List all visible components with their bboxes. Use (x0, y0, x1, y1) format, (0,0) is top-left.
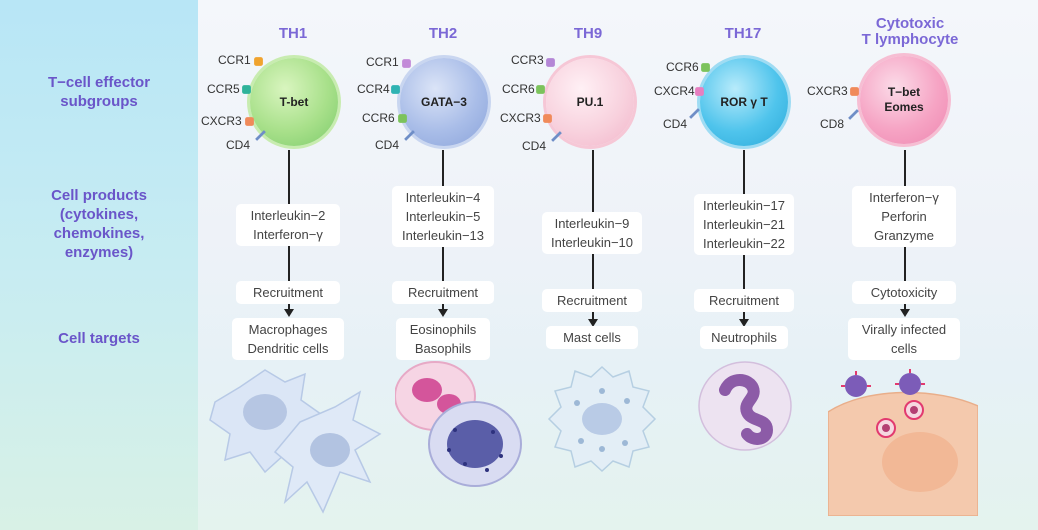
row-label-cell-targets: Cell targets (58, 330, 140, 347)
row-label-panel: T−cell effector subgroups Cell products … (0, 0, 198, 530)
action-box: Recruitment (694, 289, 794, 312)
cell-targets-box: Virally infected cells (848, 318, 960, 360)
receptor-label: CXCR3 (807, 84, 848, 98)
receptor-icon (391, 85, 400, 94)
receptor-icon (695, 87, 704, 96)
column-title-th17: TH17 (724, 25, 762, 42)
cd8-icon (848, 109, 859, 120)
receptor-icon (245, 117, 254, 126)
transcription-factor-label: ROR γ T (720, 94, 768, 109)
th9-cell-icon: PU.1 (546, 58, 634, 146)
column-title-th2: TH2 (428, 25, 458, 42)
cd4-icon (689, 108, 700, 119)
row-label-cell-products: Cell products (cytokines, chemokines, en… (51, 187, 147, 261)
receptor-icon (398, 114, 407, 123)
column-title-th1: TH1 (278, 25, 308, 42)
column-title-th9: TH9 (573, 25, 603, 42)
receptor-label: CCR1 (366, 55, 399, 69)
receptor-icon (850, 87, 859, 96)
column-title-cytotoxic-t-lymphocyte: Cytotoxic T lymphocyte (861, 15, 959, 48)
receptor-label: CXCR3 (201, 114, 242, 128)
receptor-icon (546, 58, 555, 67)
receptor-label: CD8 (820, 117, 845, 131)
receptor-label: CD4 (663, 117, 688, 131)
receptor-icon (254, 57, 263, 66)
action-box: Recruitment (236, 281, 340, 304)
cell-targets-box: Macrophages Dendritic cells (232, 318, 344, 360)
cell-products-box: Interleukin−4 Interleukin−5 Interleukin−… (392, 186, 494, 247)
ctl-cell-icon: T−bet Eomes (860, 56, 948, 144)
receptor-label: CCR5 (207, 82, 240, 96)
action-box: Recruitment (392, 281, 494, 304)
receptor-icon (701, 63, 710, 72)
cell-targets-box: Mast cells (546, 326, 638, 349)
receptor-icon (242, 85, 251, 94)
neutrophil-icon (698, 361, 792, 451)
th17-cell-icon: ROR γ T (700, 58, 788, 146)
receptor-label: CCR6 (362, 111, 395, 125)
receptor-label: CCR4 (357, 82, 390, 96)
cell-targets-box: Neutrophils (700, 326, 788, 349)
cell-products-box: Interferon−γ Perforin Granzyme (852, 186, 956, 247)
mast-cell-icon (547, 365, 657, 473)
eosinophil-basophil-icon (395, 361, 522, 487)
receptor-icon (402, 59, 411, 68)
receptor-icon (536, 85, 545, 94)
cell-products-box: Interleukin−2 Interferon−γ (236, 204, 340, 246)
th2-cell-icon: GATA−3 (400, 58, 488, 146)
virally-infected-cell-icon (828, 369, 978, 516)
receptor-label: CCR3 (511, 53, 544, 67)
receptor-label: CD4 (522, 139, 547, 153)
receptor-label: CXCR3 (500, 111, 541, 125)
receptor-label: CCR1 (218, 53, 251, 67)
row-label-effector-subgroups: T−cell effector subgroups (47, 74, 151, 110)
receptor-icon (543, 114, 552, 123)
cd4-icon (404, 130, 415, 141)
cd4-icon (551, 131, 562, 142)
cd4-icon (255, 130, 266, 141)
action-box: Recruitment (542, 289, 642, 312)
transcription-factor-label: T-bet (279, 94, 309, 109)
receptor-label: CD4 (375, 138, 400, 152)
receptor-label: CCR6 (502, 82, 535, 96)
macrophage-dendritic-cells-icon (209, 369, 382, 514)
action-box: Cytotoxicity (852, 281, 956, 304)
receptor-label: CD4 (226, 138, 251, 152)
transcription-factor-label: PU.1 (576, 94, 604, 109)
cell-products-box: Interleukin−9 Interleukin−10 (542, 212, 642, 254)
cell-products-box: Interleukin−17 Interleukin−21 Interleuki… (694, 194, 794, 255)
transcription-factor-label: GATA−3 (421, 94, 467, 109)
cell-targets-box: Eosinophils Basophils (396, 318, 490, 360)
receptor-label: CXCR4 (654, 84, 695, 98)
transcription-factor-label: T−bet Eomes (884, 85, 924, 114)
receptor-label: CCR6 (666, 60, 699, 74)
